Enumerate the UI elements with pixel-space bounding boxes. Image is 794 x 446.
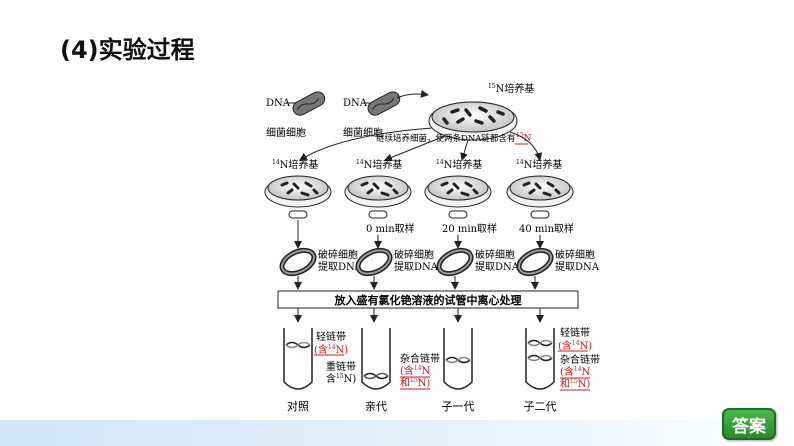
dna-ring-icon — [355, 247, 393, 277]
sample-tube — [448, 210, 468, 219]
sample-tube — [288, 210, 308, 219]
band-light-label: 轻链带 — [316, 330, 346, 343]
medium-label-3: 14N培养基 — [436, 158, 482, 171]
test-tube — [361, 328, 391, 390]
dna-ring-icon — [279, 247, 317, 277]
answer-button[interactable]: 答案 — [722, 408, 776, 440]
bacterium-icon — [367, 91, 401, 116]
sample-tube — [368, 210, 388, 219]
test-tube — [443, 328, 473, 390]
tube-label-f2: 子二代 — [524, 400, 557, 413]
break-label-line2: 提取DNA — [394, 261, 439, 273]
footer-band — [0, 420, 794, 446]
dna-band-light — [285, 341, 311, 349]
band-hybrid-composition-f2-2: 和15N) — [560, 378, 590, 390]
tube-label-parent: 亲代 — [365, 399, 387, 413]
dna-band-light — [527, 339, 553, 347]
dna-ring-icon — [516, 247, 554, 277]
sample-label-0min: 0 min取样 — [366, 222, 415, 235]
bacteria-label-1: 细菌细胞 — [266, 126, 306, 139]
petri-dish-14n — [506, 175, 574, 208]
test-tube — [283, 328, 313, 390]
band-heavy-composition: 含15N) — [326, 372, 356, 385]
medium-label-2: 14N培养基 — [356, 158, 402, 171]
tube-label-control: 对照 — [287, 399, 309, 413]
dna-band-heavy — [363, 372, 389, 380]
band-hybrid-label-f2: 杂合链带 — [560, 353, 600, 366]
petri-dish-15n — [428, 101, 518, 141]
dna-ring-icon — [436, 247, 474, 277]
sample-tube — [530, 210, 550, 219]
band-hybrid-composition-f2-1: (含14N — [560, 365, 591, 378]
break-label-line2: 提取DNA — [555, 261, 600, 273]
petri-dish-14n — [424, 175, 492, 208]
sample-label-40min: 40 min取样 — [519, 222, 574, 235]
break-label-line2: 提取DNA — [318, 261, 363, 273]
centrifuge-label: 放入盛有氯化铯溶液的试管中离心处理 — [334, 293, 522, 307]
break-label-line1: 破碎细胞 — [394, 248, 434, 261]
bacterium-icon — [292, 91, 326, 116]
band-hybrid-composition-2: 和15N) — [400, 377, 430, 389]
petri-dish-14n — [264, 175, 332, 208]
petri-dish-14n — [344, 175, 412, 208]
band-light-label-f2: 轻链带 — [560, 326, 590, 339]
sample-label-20min: 20 min取样 — [442, 222, 497, 235]
break-label-line1: 破碎细胞 — [555, 248, 595, 261]
centrifuge-box — [277, 290, 579, 309]
medium-label-1: 14N培养基 — [272, 158, 318, 171]
dna-band-hybrid — [527, 354, 553, 362]
page-title: (4)实验过程 — [60, 36, 195, 64]
band-hybrid-composition-1: (含14N — [400, 364, 431, 377]
break-label-line1: 破碎细胞 — [475, 248, 515, 261]
dna-label-1: DNA — [266, 98, 291, 109]
dna-label-2: DNA — [343, 98, 368, 109]
band-hybrid-label: 杂合链带 — [400, 352, 440, 365]
dna-band-hybrid — [445, 356, 471, 364]
transfer-text: 继续培养细菌，使两条DNA链都含有 — [376, 133, 515, 144]
top-medium-label: 15N培养基 — [488, 82, 534, 95]
medium-label-4: 14N培养基 — [516, 158, 562, 171]
tube-label-f1: 子一代 — [442, 400, 475, 413]
band-light-composition-f2: (含14N) — [558, 339, 592, 352]
band-light-composition: (含14N) — [314, 343, 348, 356]
band-heavy-label: 重链带 — [326, 360, 356, 373]
break-label-line2: 提取DNA — [475, 261, 520, 273]
break-label-line1: 破碎细胞 — [318, 248, 358, 261]
